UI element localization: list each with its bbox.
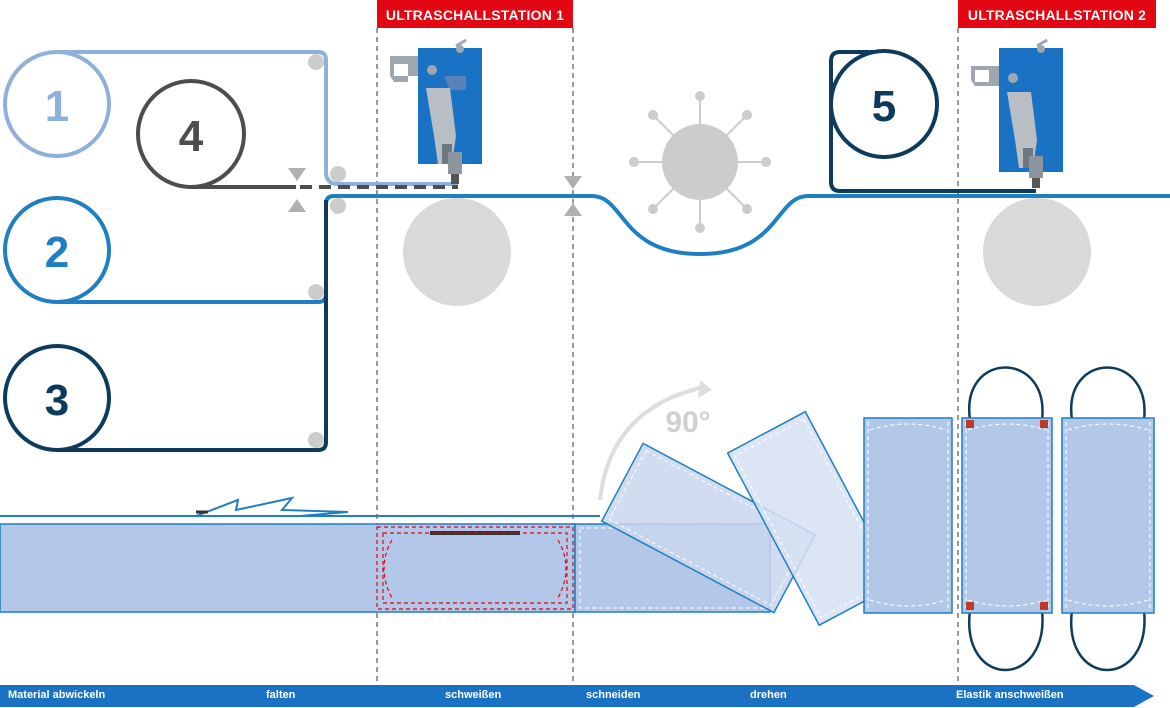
roll-1-guide-top: [308, 54, 324, 70]
rotation-arrow: [598, 386, 701, 501]
roll-2-guide-top: [330, 198, 346, 214]
mask-finished-1: [961, 366, 1053, 672]
roll-1-number: 1: [45, 82, 69, 131]
station-label-1: ULTRASCHALLSTATION 1: [377, 0, 573, 28]
roll-1: 1: [3, 50, 458, 186]
step-elastik-anschweissen: Elastik anschweißen: [956, 689, 1064, 701]
roll-3-guide: [308, 432, 324, 448]
roll-3-number: 3: [45, 376, 69, 425]
roll-2-guide-bottom: [308, 284, 324, 300]
step-drehen: drehen: [750, 689, 787, 701]
mask-strip: [0, 496, 600, 613]
anvil-roller-2: [983, 198, 1091, 306]
rotation-label: 90°: [665, 406, 710, 439]
step-schneiden: schneiden: [586, 689, 641, 701]
roll-3-web: [57, 200, 328, 452]
roll-5-number: 5: [872, 82, 896, 131]
roll-4: 4: [136, 79, 458, 189]
roll-2-number: 2: [45, 228, 69, 277]
rotation-arrow-head: [698, 380, 712, 398]
roll-5-circle: [829, 49, 939, 159]
mask-piece-rotating-2: [726, 410, 898, 627]
roll-1-web: [57, 50, 458, 186]
pleat-zigzag: [0, 496, 349, 517]
mask-strip-band: [0, 523, 576, 613]
weld-pattern: [376, 526, 574, 610]
step-falten: falten: [266, 689, 296, 701]
rotary-cutter: [629, 91, 771, 233]
station-label-2: ULTRASCHALLSTATION 2: [958, 0, 1156, 28]
roll-5-web: [829, 50, 1036, 193]
station-dividers: [376, 28, 959, 685]
mask-piece-vertical: [863, 417, 953, 614]
step-schweissen: schweißen: [445, 689, 502, 701]
step-material-abwickeln: Material abwickeln: [8, 689, 106, 701]
sonotrode-1-icon: [390, 38, 482, 184]
roll-5: 5: [829, 49, 1036, 193]
cut-marker: [564, 176, 582, 216]
anvil-roller-1: [403, 198, 511, 306]
roll-4-number: 4: [179, 112, 204, 161]
process-arrow-bar: [0, 685, 1154, 707]
sonotrode-2-icon: [971, 38, 1063, 188]
mask-finished-2: [1061, 366, 1155, 672]
roll-1-guide-bottom: [330, 166, 346, 182]
fold-marker-1: [288, 168, 306, 212]
roll-3: 3: [3, 200, 328, 452]
